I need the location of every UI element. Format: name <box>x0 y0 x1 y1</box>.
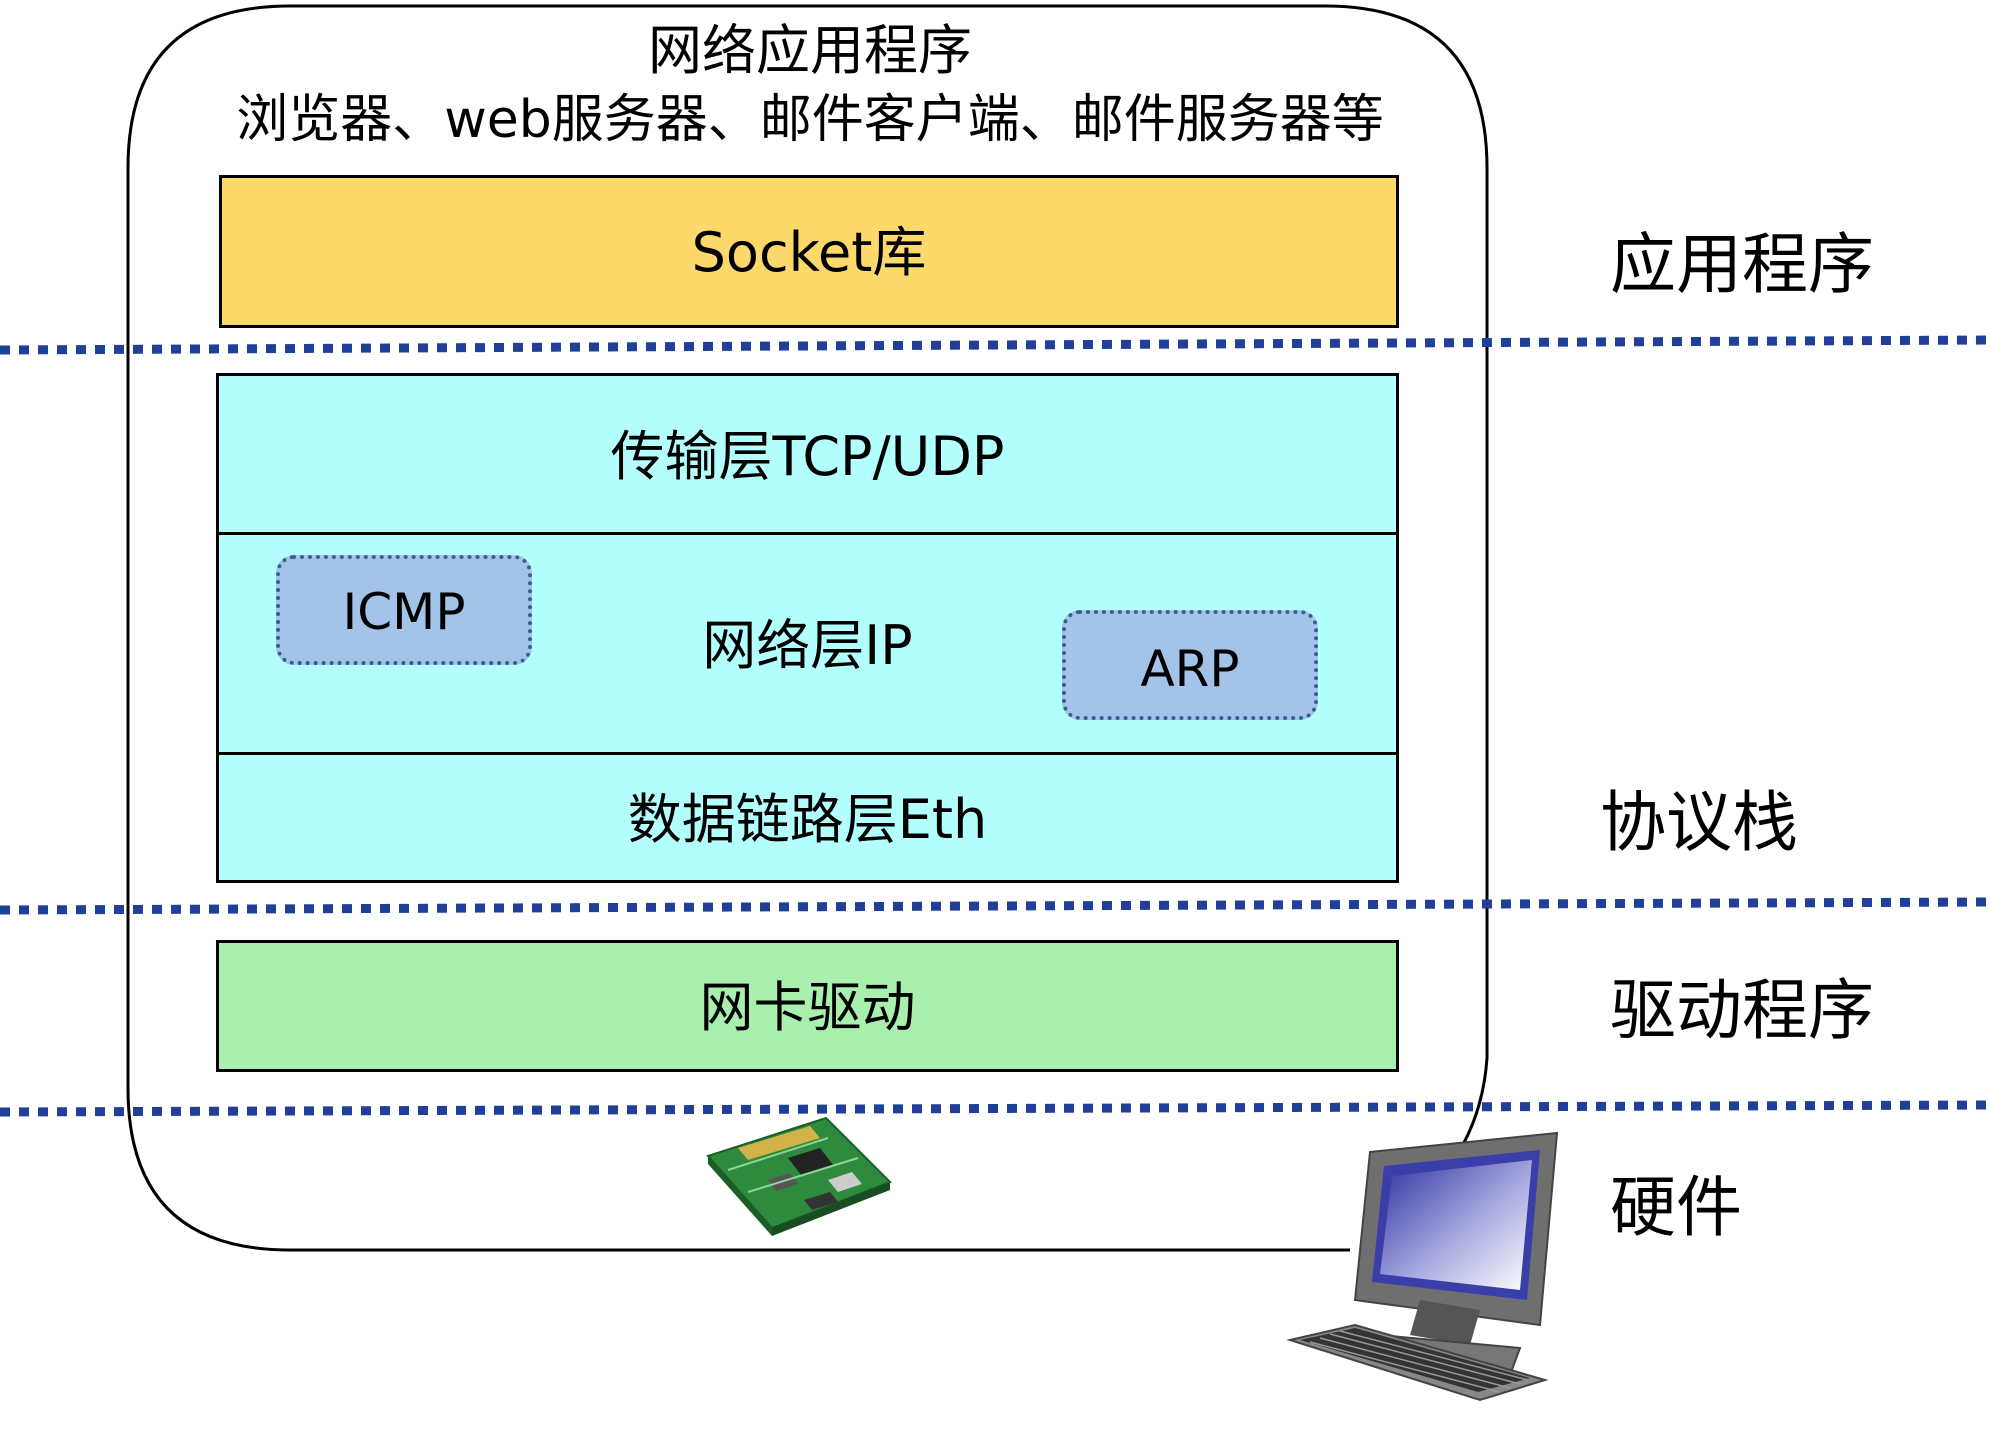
divider-protocol-driver <box>0 897 1990 915</box>
divider-app-protocol <box>0 335 1990 355</box>
socket-library-label: Socket库 <box>691 221 927 284</box>
network-card-icon <box>706 1116 892 1236</box>
diagram-title: 网络应用程序 <box>648 19 972 82</box>
side-label-protocol-stack: 协议栈 <box>1600 784 1798 861</box>
icmp-label: ICMP <box>342 583 466 641</box>
diagram-subtitle: 浏览器、web服务器、邮件客户端、邮件服务器等 <box>236 90 1384 150</box>
desktop-computer-icon <box>1286 1131 1559 1402</box>
nic-driver-label: 网卡驱动 <box>699 976 916 1039</box>
side-label-application: 应用程序 <box>1610 226 1874 303</box>
host-container <box>126 4 1489 1252</box>
datalink-layer-box: 数据链路层Eth <box>216 752 1399 883</box>
nic-driver-box: 网卡驱动 <box>216 940 1399 1072</box>
divider-driver-hardware <box>0 1100 1990 1117</box>
network-layer-label: 网络层IP <box>702 614 913 677</box>
icmp-box: ICMP <box>276 555 532 665</box>
side-label-driver: 驱动程序 <box>1610 972 1874 1049</box>
arp-box: ARP <box>1062 610 1318 720</box>
datalink-layer-label: 数据链路层Eth <box>627 788 988 851</box>
transport-layer-label: 传输层TCP/UDP <box>610 425 1005 488</box>
arp-label: ARP <box>1140 640 1240 698</box>
socket-library-box: Socket库 <box>219 175 1399 328</box>
side-label-hardware: 硬件 <box>1610 1169 1742 1246</box>
transport-layer-box: 传输层TCP/UDP <box>216 373 1399 535</box>
